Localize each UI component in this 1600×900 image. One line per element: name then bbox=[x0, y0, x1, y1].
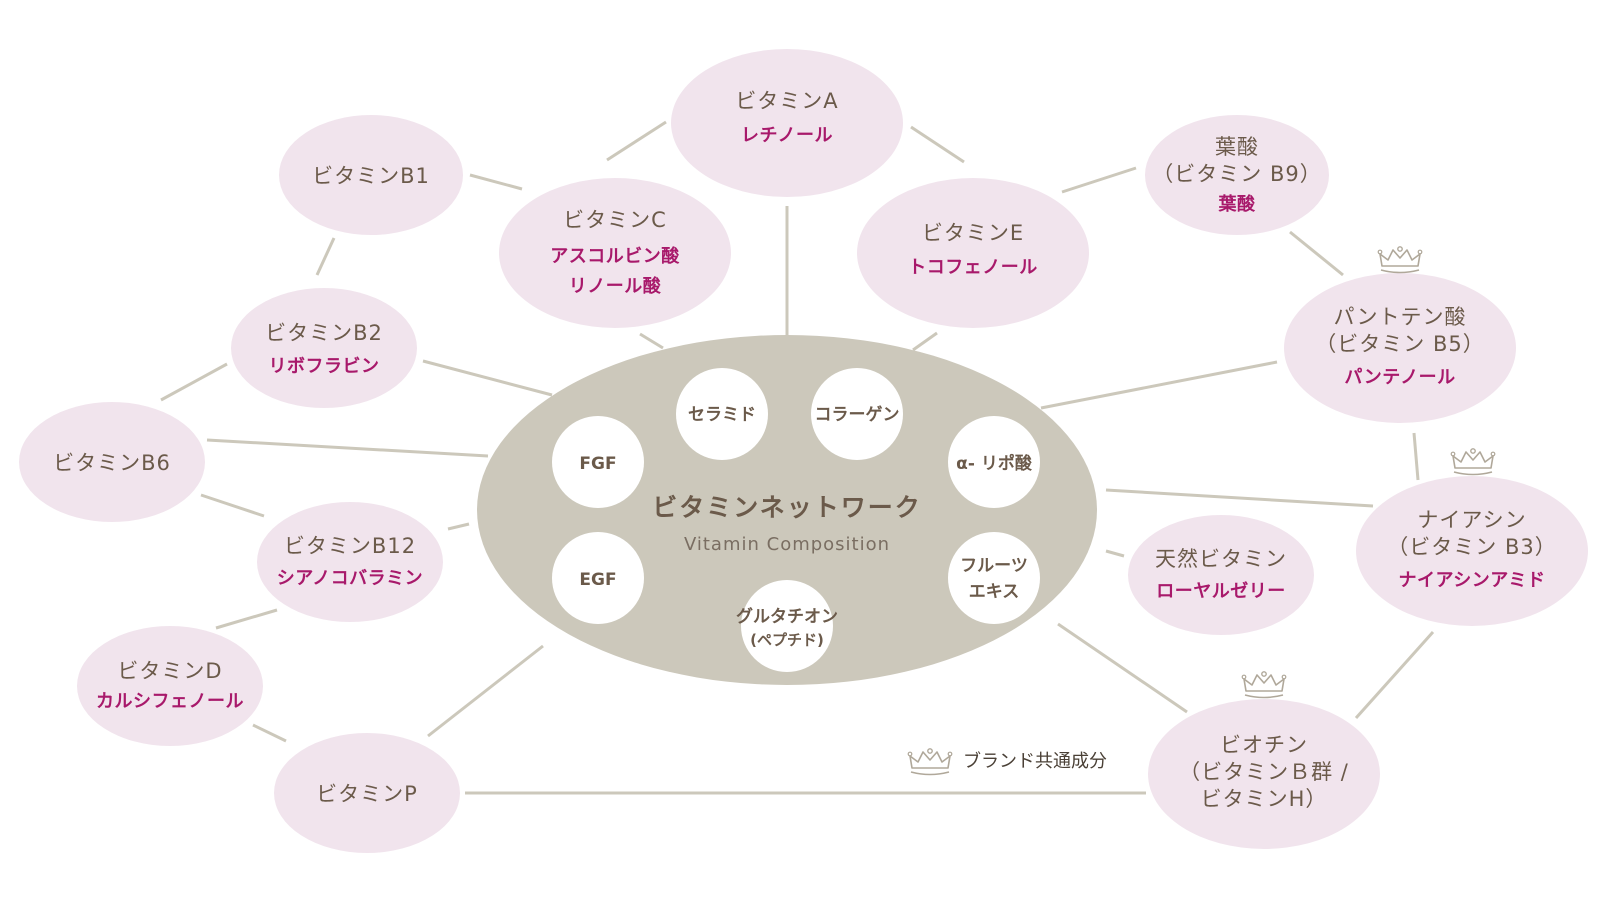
node-vitamin-c-sub1: アスコルビン酸 bbox=[550, 245, 680, 267]
node-vitamin-b6-name: ビタミンB6 bbox=[53, 451, 171, 475]
crown-icon bbox=[907, 747, 953, 776]
inner-fruit-line1: フルーツ bbox=[960, 556, 1028, 576]
node-natural-name: 天然ビタミン bbox=[1155, 547, 1287, 571]
crown-icon bbox=[1377, 246, 1423, 274]
node-niacin-name1: ナイアシン bbox=[1417, 508, 1526, 532]
node-vitamin-a-name: ビタミンA bbox=[735, 89, 838, 113]
inner-fruit-line2: エキス bbox=[969, 582, 1020, 602]
connector-lines bbox=[160, 120, 1435, 795]
legend-label: ブランド共通成分 bbox=[963, 750, 1107, 772]
node-vitamin-d-sub: カルシフェノール bbox=[96, 691, 244, 712]
node-vitamin-e-name: ビタミンE bbox=[922, 221, 1024, 245]
node-panto-name2: （ビタミン B5） bbox=[1315, 332, 1484, 356]
node-vitamin-p-name: ビタミンP bbox=[316, 782, 418, 806]
node-panto-name1: パントテン酸 bbox=[1333, 305, 1466, 329]
node-vitamin-c-name: ビタミンC bbox=[563, 208, 667, 232]
node-folic-name2: （ビタミン B9） bbox=[1152, 162, 1321, 186]
inner-fgf: FGF bbox=[579, 454, 616, 474]
node-vitamin-b1-name: ビタミンB1 bbox=[312, 164, 430, 188]
node-folic-name1: 葉酸 bbox=[1215, 135, 1259, 159]
inner-glutathione-sub: (ペプチド) bbox=[750, 631, 824, 649]
node-biotin-name2: （ビタミンＢ群 / bbox=[1179, 760, 1349, 784]
inner-egf: EGF bbox=[579, 570, 616, 590]
node-natural-sub: ローヤルゼリー bbox=[1156, 580, 1286, 602]
core-title: ビタミンネットワーク bbox=[652, 493, 922, 522]
node-vitamin-b12-sub: シアノコバラミン bbox=[277, 568, 423, 589]
node-vitamin-e-sub: トコフェノール bbox=[908, 257, 1038, 278]
inner-lipoic-acid: α- リポ酸 bbox=[956, 453, 1033, 474]
node-vitamin-d-name: ビタミンD bbox=[117, 659, 222, 683]
inner-glutathione: グルタチオン bbox=[736, 606, 838, 627]
inner-collagen: コラーゲン bbox=[815, 404, 900, 425]
crown-icon bbox=[1241, 670, 1287, 699]
node-panto-sub: パンテノール bbox=[1344, 367, 1455, 388]
node-niacin-sub: ナイアシンアミド bbox=[1399, 570, 1546, 591]
core-subtitle: Vitamin Composition bbox=[684, 534, 890, 555]
inner-ceramide: セラミド bbox=[688, 405, 756, 425]
node-vitamin-b2-sub: リボフラビン bbox=[269, 356, 380, 377]
node-biotin-name3: ビタミンH） bbox=[1201, 787, 1328, 811]
inner-circles bbox=[552, 368, 1040, 672]
crown-icon bbox=[1450, 447, 1496, 476]
node-vitamin-b2-name: ビタミンB2 bbox=[265, 321, 383, 345]
outer-nodes bbox=[19, 49, 1588, 853]
node-folic-sub: 葉酸 bbox=[1218, 193, 1256, 215]
node-vitamin-a-sub: レチノール bbox=[741, 125, 833, 146]
node-biotin-name1: ビオチン bbox=[1220, 733, 1308, 757]
node-niacin-name2: （ビタミン B3） bbox=[1387, 535, 1556, 559]
node-vitamin-b12-name: ビタミンB12 bbox=[284, 534, 416, 558]
node-vitamin-c-sub2: リノール酸 bbox=[569, 275, 662, 297]
